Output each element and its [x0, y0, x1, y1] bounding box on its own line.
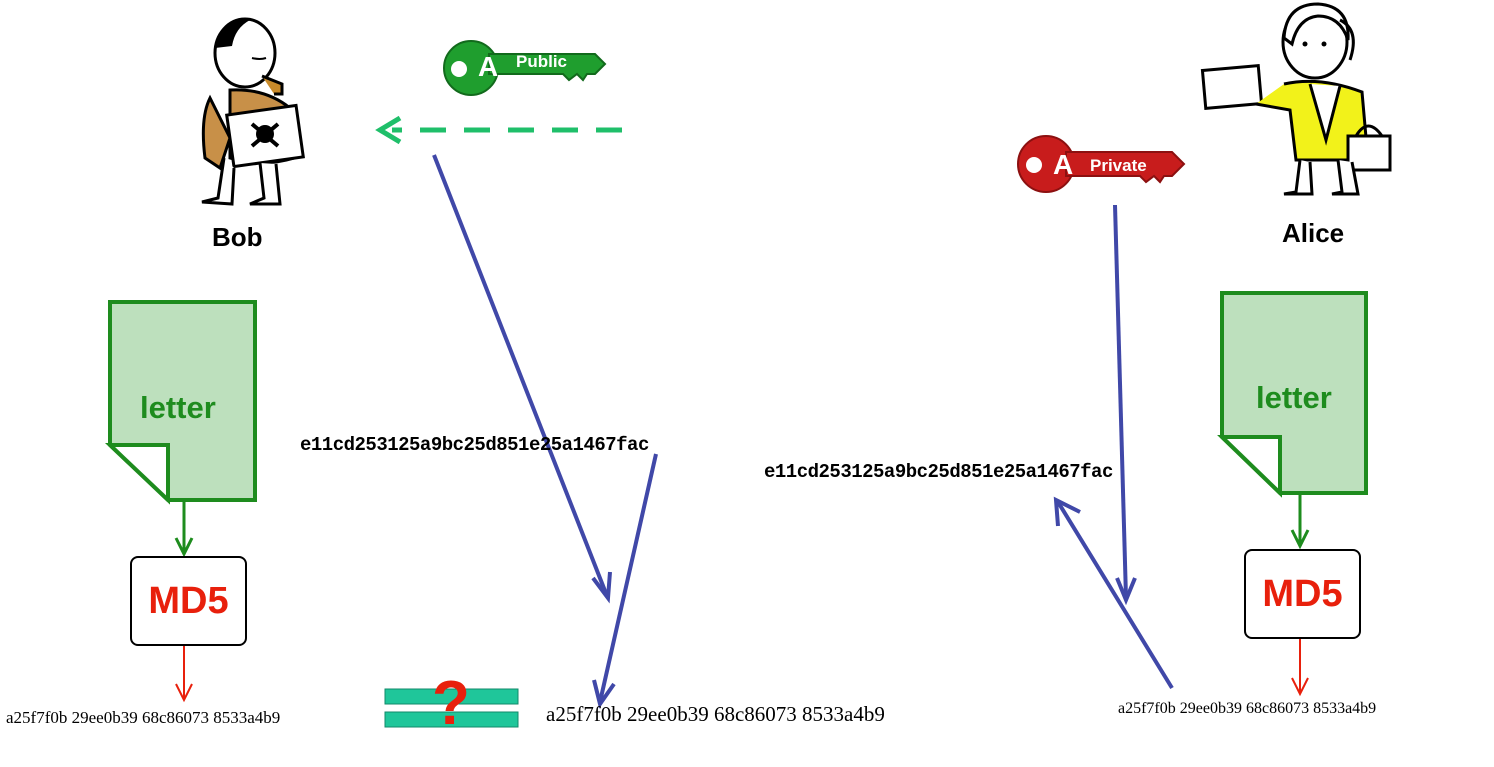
private-key-to-encrypt-arrow — [1113, 204, 1137, 606]
bob-md5-hash: a25f7f0b 29ee0b39 68c86073 8533a4b9 — [6, 708, 281, 727]
bob-md5-box: MD5 — [130, 556, 247, 646]
alice-md5-to-hash-arrow — [1291, 638, 1309, 697]
bob-encrypted-hash: e11cd253125a9bc25d851e25a1467fac — [300, 434, 649, 456]
alice-figure — [1200, 2, 1392, 196]
bob-name-label: Bob — [212, 222, 263, 252]
alice-md5-box: MD5 — [1244, 549, 1361, 639]
bob-md5-label: MD5 — [148, 579, 229, 622]
alice-name-label: Alice — [1282, 218, 1345, 248]
bob-letter-label: letter — [140, 390, 216, 425]
bob-letter-to-md5-arrow — [174, 502, 194, 558]
alice-md5-label: MD5 — [1262, 572, 1343, 615]
alice-md5-hash: a25f7f0b 29ee0b39 68c86073 8533a4b9 — [1118, 700, 1377, 717]
decrypted-hash: a25f7f0b 29ee0b39 68c86073 8533a4b9 — [546, 702, 885, 726]
alice-letter-to-md5-arrow — [1290, 495, 1310, 550]
hash-to-encrypted-arrow — [1053, 496, 1174, 690]
private-key-letter: A — [1053, 149, 1074, 180]
public-key-label: Public — [516, 52, 568, 71]
bob-figure — [201, 17, 305, 206]
public-key-transfer-arrow — [375, 115, 622, 145]
alice-letter-label: letter — [1256, 380, 1332, 415]
public-key-letter: A — [478, 51, 499, 82]
bob-md5-to-hash-arrow — [175, 645, 193, 703]
alice-encrypted-hash: e11cd253125a9bc25d851e25a1467fac — [764, 461, 1113, 483]
public-key-to-decrypt-arrow — [432, 154, 612, 604]
compare-question-mark: ? — [432, 669, 470, 738]
encrypted-to-decrypted-arrow — [592, 453, 658, 709]
private-key-label: Private — [1090, 156, 1147, 175]
